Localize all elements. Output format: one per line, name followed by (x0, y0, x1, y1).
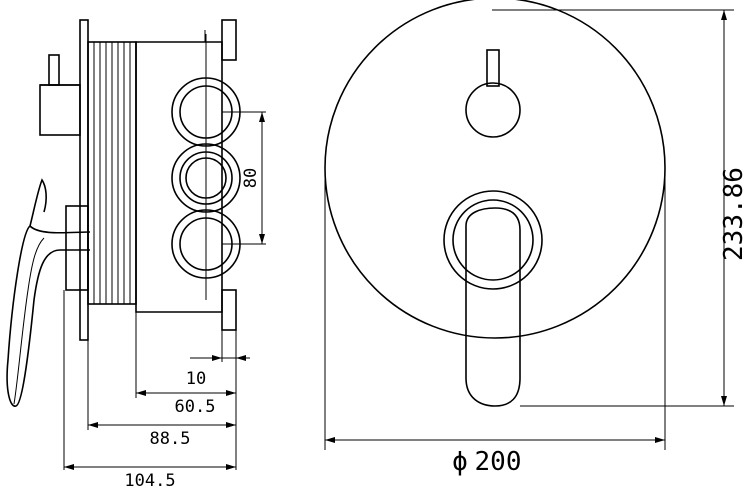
dimension-60-5-label: 60.5 (175, 397, 216, 417)
lever-base-inner (452, 199, 534, 281)
lever-handle-side (6, 224, 91, 407)
lever-base-outer (443, 190, 543, 290)
side-view (6, 19, 241, 407)
bottom-flange (221, 289, 237, 331)
dimension-88-5-label: 88.5 (150, 429, 191, 449)
dimension-88-5: 88.5 (88, 422, 236, 449)
knob-stem (39, 84, 81, 136)
lever-collar (65, 205, 89, 291)
dimension-104-5-label: 104.5 (124, 471, 175, 488)
wall-plate (79, 19, 89, 341)
diverter-knob-pin (486, 49, 500, 87)
front-view (324, 0, 666, 407)
dimension-10: 10 (186, 355, 250, 389)
valve-box (135, 41, 223, 313)
lever-handle-front (465, 207, 521, 407)
dimension-233-86: 233.86 (492, 9, 749, 407)
dimension-60-5: 60.5 (136, 390, 236, 417)
dimension-10-label: 10 (186, 369, 206, 389)
extension-lines (63, 290, 237, 470)
dimension-80-label: 80 (241, 168, 261, 188)
dimension-233-86-label: 233.86 (719, 167, 749, 261)
thread-lines (93, 42, 131, 304)
dimension-104-5: 104.5 (64, 464, 236, 488)
dimension-80: 80 (222, 111, 266, 245)
knob-pin (48, 54, 60, 86)
diameter-symbol: ϕ (452, 447, 468, 477)
dimension-diameter-200: ϕ 200 (324, 168, 666, 477)
top-flange (221, 19, 237, 61)
dimension-diameter-label: 200 (475, 447, 522, 477)
diverter-knob (465, 82, 521, 138)
